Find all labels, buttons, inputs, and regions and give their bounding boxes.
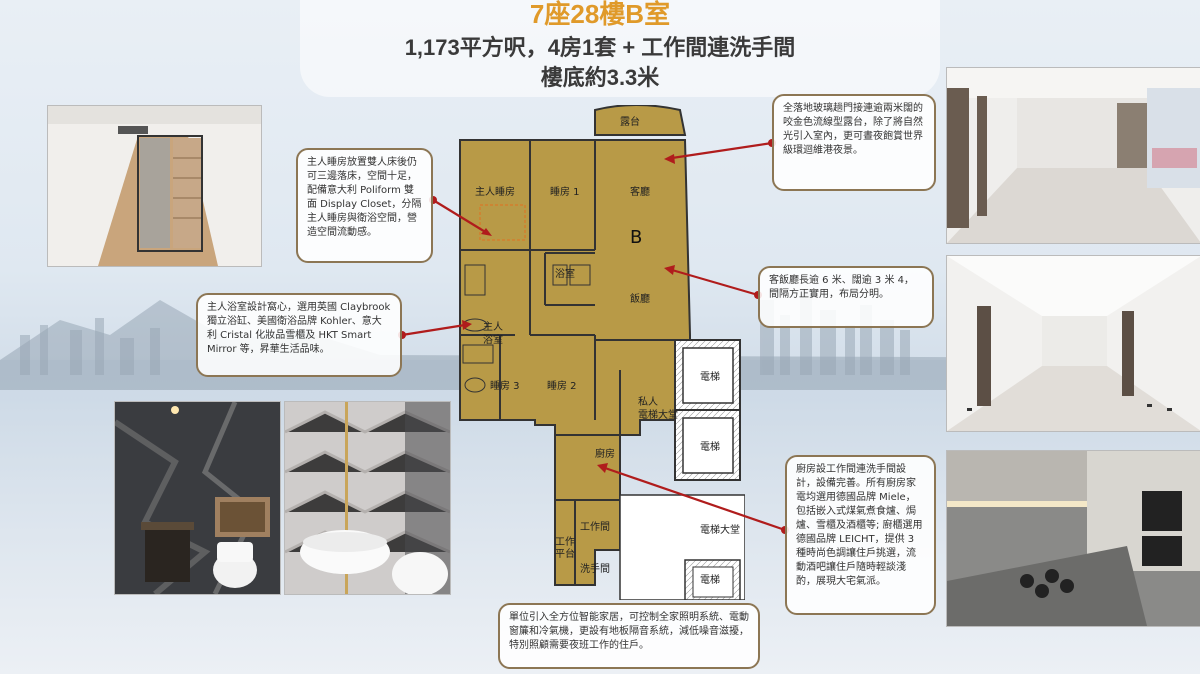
plan-label-lift-c: 電梯 — [700, 573, 720, 586]
plan-label-lift-b: 電梯 — [700, 440, 720, 453]
floor-plan: 主人睡房 睡房 1 露台 客廳 B 浴室 飯廳 主人 浴室 睡房 3 睡房 2 … — [459, 105, 745, 600]
callout-master-bath-text: 主人浴室設計窩心，選用英國 Claybrook 獨立浴缸、美國衛浴品牌 Kohl… — [207, 302, 391, 355]
plan-label-dining-room: 飯廳 — [630, 292, 650, 305]
plan-label-bedroom2: 睡房 2 — [547, 379, 577, 392]
arrow-balcony — [671, 141, 773, 160]
callout-balcony: 全落地玻璃趟門接連逾兩米闊的咬金色流線型露台，除了將自然光引入室內，更可晝夜飽賞… — [772, 94, 936, 191]
plan-label-bedroom3: 睡房 3 — [490, 379, 520, 392]
callout-master-bedroom: 主人睡房放置雙人床後仍可三邊落床，空間十足，配備意大利 Poliform 雙面 … — [296, 148, 433, 263]
callout-smart-home: 單位引入全方位智能家居，可控制全家照明系統、電動窗簾和冷氣機，更設有地板隔音系統… — [498, 603, 760, 669]
plan-label-work-platform-2: 平台 — [555, 547, 575, 560]
plan-label-kitchen: 廚房 — [595, 447, 615, 460]
arrowhead-kitchen — [597, 463, 608, 473]
plan-label-bedroom1: 睡房 1 — [550, 185, 580, 198]
callout-kitchen: 廚房設工作間連洗手間設計，設備完善。所有廚房家電均選用德國品牌 Miele，包括… — [785, 455, 936, 615]
plan-label-master-bath-2: 浴室 — [483, 333, 503, 346]
plan-label-lift-a: 電梯 — [700, 370, 720, 383]
arrow-living-dining — [671, 268, 759, 297]
ceiling-height-subtitle: 樓底約3.3米 — [540, 65, 660, 90]
plan-label-master-bedroom: 主人睡房 — [475, 185, 515, 198]
plan-label-lift-lobby: 電梯大堂 — [700, 523, 740, 536]
photo-master-bedroom — [47, 105, 262, 267]
callout-living-dining: 客飯廳長逾 6 米、闊逾 3 米 4，間隔方正實用，布局分明。 — [758, 266, 934, 328]
callout-kitchen-text: 廚房設工作間連洗手間設計，設備完善。所有廚房家電均選用德國品牌 Miele，包括… — [796, 464, 923, 587]
photo-bathtub — [284, 401, 451, 595]
callout-master-bath: 主人浴室設計窩心，選用英國 Claybrook 獨立浴缸、美國衛浴品牌 Kohl… — [196, 293, 402, 377]
page-title: 7座28樓B室 — [529, 0, 671, 29]
plan-label-work-platform-1: 工作 — [555, 536, 575, 548]
header-panel — [300, 0, 940, 97]
plan-unit-letter: B — [630, 227, 642, 248]
arrowhead-master-bedroom — [481, 228, 492, 236]
plan-label-wc: 洗手間 — [580, 562, 610, 575]
callout-master-bedroom-text: 主人睡房放置雙人床後仍可三邊落床，空間十足，配備意大利 Poliform 雙面 … — [307, 157, 422, 238]
plan-label-living-room: 客廳 — [630, 185, 650, 198]
arrow-master-bath — [401, 323, 466, 337]
page-subtitle: 1,173平方呎，4房1套 + 工作間連洗手間 — [404, 35, 796, 60]
arrowhead-balcony — [664, 154, 675, 164]
callout-balcony-text: 全落地玻璃趟門接連逾兩米闊的咬金色流線型露台，除了將自然光引入室內，更可晝夜飽賞… — [783, 103, 923, 156]
arrow-kitchen — [604, 466, 786, 532]
photo-living-room — [946, 67, 1200, 244]
callout-smart-home-text: 單位引入全方位智能家居，可控制全家照明系統、電動窗簾和冷氣機，更設有地板隔音系統… — [509, 612, 749, 651]
photo-bathroom-vanity — [114, 401, 281, 595]
arrow-master-bedroom — [432, 199, 488, 234]
plan-label-bathroom: 浴室 — [555, 267, 575, 280]
photo-corridor — [946, 255, 1200, 432]
plan-label-work-room: 工作間 — [580, 521, 610, 533]
arrowhead-master-bath — [462, 320, 472, 330]
photo-kitchen — [946, 450, 1200, 627]
plan-label-balcony: 露台 — [620, 115, 640, 128]
plan-label-private-lobby-1: 私人 — [638, 396, 658, 408]
plan-label-master-bath-1: 主人 — [483, 321, 503, 333]
plan-label-private-lobby-2: 電梯大堂 — [638, 408, 678, 421]
arrowhead-living-dining — [664, 265, 675, 275]
callout-living-dining-text: 客飯廳長逾 6 米、闊逾 3 米 4，間隔方正實用，布局分明。 — [769, 275, 914, 300]
